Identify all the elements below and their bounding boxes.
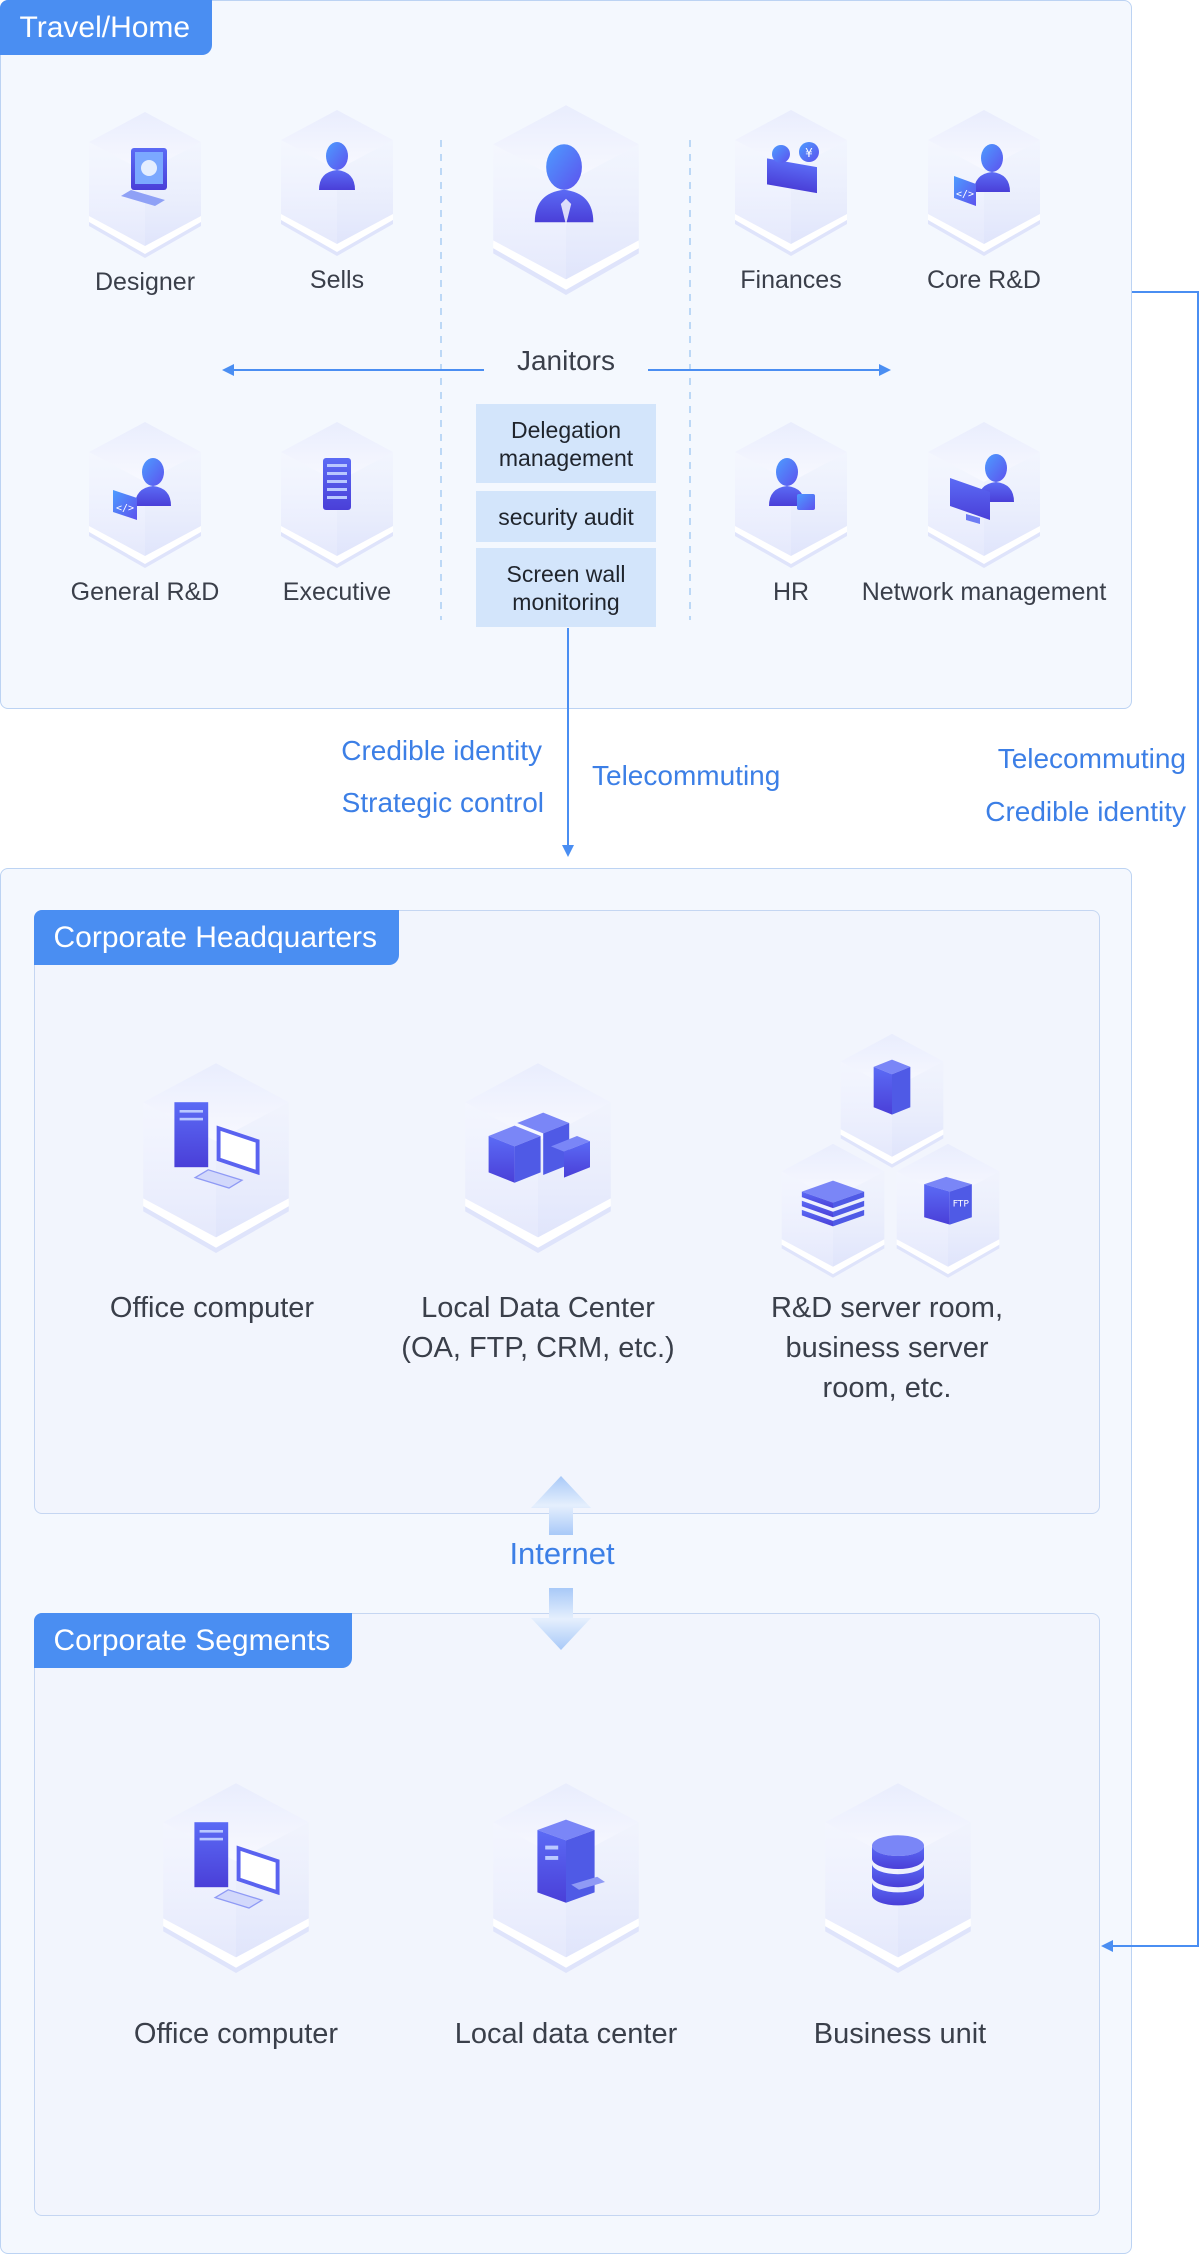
network-management-icon — [928, 422, 1040, 568]
internet-arrow-up — [531, 1476, 591, 1535]
hq-office-computer-node — [138, 1058, 294, 1253]
arrow-down-head — [562, 845, 574, 857]
janitor-figure-node — [488, 100, 644, 295]
hr-node — [731, 418, 851, 568]
rd-server-room-label-line3: room, etc. — [822, 1372, 952, 1404]
core-rd-label: Core R&D — [927, 266, 1041, 294]
designer-node — [85, 108, 205, 258]
sells-label: Sells — [309, 266, 365, 294]
internet-label: Internet — [509, 1536, 615, 1571]
hq-local-data-center-label-line2: (OA, FTP, CRM, etc.) — [401, 1332, 675, 1364]
rd-server-room-label-line1: R&D server room, — [770, 1292, 1004, 1324]
arrow-right-head — [879, 364, 891, 376]
designer-label: Designer — [94, 268, 196, 296]
rd-server-cube-right: FTP — [893, 1140, 1003, 1278]
general-rd-label: General R&D — [70, 578, 220, 606]
corporate-headquarters-tag: Corporate Headquarters — [33, 909, 400, 965]
network-management-label: Network management — [861, 578, 1107, 606]
hq-local-data-center-node — [460, 1058, 616, 1253]
travel-home-tag: Travel/Home — [0, 0, 213, 55]
network-management-node — [924, 418, 1044, 568]
right-bracket-head — [1101, 1940, 1113, 1952]
segment-local-data-center-label: Local data center — [454, 2018, 678, 2050]
segment-local-data-center-node — [488, 1778, 644, 1973]
corporate-segments-tag: Corporate Segments — [33, 1612, 353, 1668]
server-rack-icon — [781, 1143, 885, 1278]
segment-office-computer-label: Office computer — [133, 2018, 339, 2050]
delegation-management-box: Delegation management — [476, 404, 656, 483]
credible-identity-right-text: Credible identity — [985, 796, 1186, 827]
hr-label: HR — [772, 578, 810, 606]
segment-business-unit-label: Business unit — [813, 2018, 987, 2050]
data-center-icon — [465, 1063, 611, 1253]
svg-text:</>: </> — [116, 503, 134, 514]
svg-text:¥: ¥ — [805, 146, 813, 160]
finances-icon: ¥ — [735, 110, 847, 256]
hq-office-computer-label: Office computer — [109, 1292, 315, 1324]
ftp-server-icon: FTP — [896, 1143, 1000, 1278]
rd-server-cube-left — [778, 1140, 888, 1278]
office-computer-icon — [163, 1783, 309, 1973]
segment-business-unit-node — [820, 1778, 976, 1973]
core-rd-node: </> — [924, 106, 1044, 256]
svg-text:</>: </> — [956, 189, 974, 200]
rd-server-cube-top — [837, 1030, 947, 1168]
office-computer-icon — [143, 1063, 289, 1253]
strategic-control-text: Strategic control — [341, 787, 544, 818]
core-rd-icon: </> — [928, 110, 1040, 256]
general-rd-node: </> — [85, 418, 205, 568]
server-cabinet-icon — [493, 1783, 639, 1973]
designer-icon — [89, 112, 201, 258]
general-rd-icon: </> — [89, 422, 201, 568]
database-icon — [825, 1783, 971, 1973]
rd-server-room-label-line2: business server — [785, 1332, 989, 1364]
security-audit-box: security audit — [476, 491, 656, 542]
screen-wall-monitoring-box: Screen wall monitoring — [476, 548, 656, 627]
segment-office-computer-node — [158, 1778, 314, 1973]
executive-node — [277, 418, 397, 568]
finances-label: Finances — [740, 266, 842, 294]
executive-icon — [281, 422, 393, 568]
finances-node: ¥ — [731, 106, 851, 256]
hr-icon — [735, 422, 847, 568]
internet-arrow-down — [531, 1588, 591, 1650]
credible-identity-left-text: Credible identity — [341, 735, 542, 766]
server-tower-icon — [840, 1033, 944, 1168]
right-bracket-line — [1112, 291, 1199, 1947]
telecommuting-right-text: Telecommuting — [997, 743, 1186, 774]
svg-text:FTP: FTP — [953, 1198, 970, 1209]
janitor-person-icon — [493, 105, 639, 295]
hq-local-data-center-label-line1: Local Data Center — [421, 1292, 655, 1324]
arrow-left-head — [222, 364, 234, 376]
janitors-label: Janitors — [516, 345, 616, 376]
telecommuting-center-text: Telecommuting — [592, 760, 781, 791]
executive-label: Executive — [282, 578, 392, 606]
